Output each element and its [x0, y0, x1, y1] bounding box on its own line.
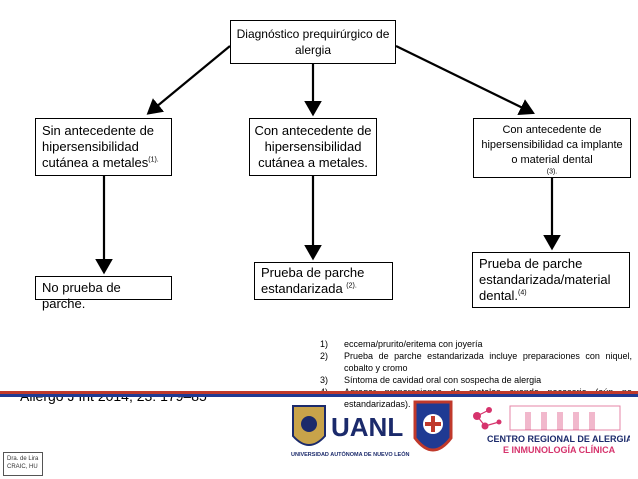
right-result-ref: (4) — [518, 289, 527, 297]
footnote-item: 1) eccema/prurito/eritema con joyería — [320, 338, 632, 350]
institution-logos: UANL UNIVERSIDAD AUTÓNOMA DE NUEVO LEÓN … — [291, 400, 630, 458]
arrow-top-to-left — [146, 45, 231, 115]
craic-molecule-icon — [473, 407, 502, 430]
footnote-num: 1) — [320, 339, 329, 349]
left-result-box: No prueba de parche. — [35, 276, 172, 311]
footnote-num: 2) — [320, 351, 329, 361]
right-condition-ref: (3). — [546, 168, 558, 176]
uanl-subtitle: UNIVERSIDAD AUTÓNOMA DE NUEVO LEÓN — [291, 450, 409, 458]
footnote-text: Prueba de parche estandarizada incluye p… — [344, 351, 632, 373]
footnote-item: 2) Prueba de parche estandarizada incluye… — [320, 350, 632, 374]
left-result-text: No prueba de parche. — [42, 280, 121, 311]
right-condition-box: Con antecedente de hipersensibilidad ca … — [473, 118, 631, 178]
right-result-text: Prueba de parche estandarizada/material … — [479, 256, 611, 303]
arrow-top-to-right — [395, 45, 535, 116]
top-box-text: Diagnóstico prequirúrgico de alergia — [236, 27, 390, 57]
signature-box: Dra. de Lira CRAIC, HU — [3, 452, 43, 476]
footnote-text: eccema/prurito/eritema con joyería — [344, 339, 483, 349]
right-result-box: Prueba de parche estandarizada/material … — [472, 252, 630, 308]
hospital-shield-icon — [413, 400, 453, 452]
footnote-text: Síntoma de cavidad oral con sospecha de … — [344, 375, 542, 385]
footnote-num: 3) — [320, 375, 329, 385]
top-box-diagnostico: Diagnóstico prequirúrgico de alergia — [230, 20, 396, 64]
hospital-building-icon — [509, 405, 621, 431]
craic-line2: E INMUNOLOGÍA CLÍNICA — [503, 445, 616, 455]
left-condition-ref: (1). — [148, 156, 159, 164]
footnote-item: 3) Síntoma de cavidad oral con sospecha d… — [320, 374, 632, 386]
middle-condition-text: Con antecedente de hipersensibilidad cut… — [254, 123, 372, 170]
right-condition-text: Con antecedente de hipersensibilidad ca … — [481, 124, 623, 166]
middle-result-text: Prueba de parche estandarizada — [261, 265, 365, 296]
middle-result-ref: (2). — [346, 282, 357, 290]
uanl-shield-icon — [292, 405, 326, 446]
craic-line1: CENTRO REGIONAL DE ALERGIA — [487, 434, 630, 444]
footer-divider — [0, 391, 638, 397]
uanl-wordmark: UANL — [331, 412, 403, 442]
middle-condition-box: Con antecedente de hipersensibilidad cut… — [249, 118, 377, 176]
middle-result-box: Prueba de parche estandarizada (2). — [254, 262, 393, 300]
left-condition-box: Sin antecedente de hipersensibilidad cut… — [35, 118, 172, 176]
left-condition-text: Sin antecedente de hipersensibilidad cut… — [42, 123, 155, 170]
